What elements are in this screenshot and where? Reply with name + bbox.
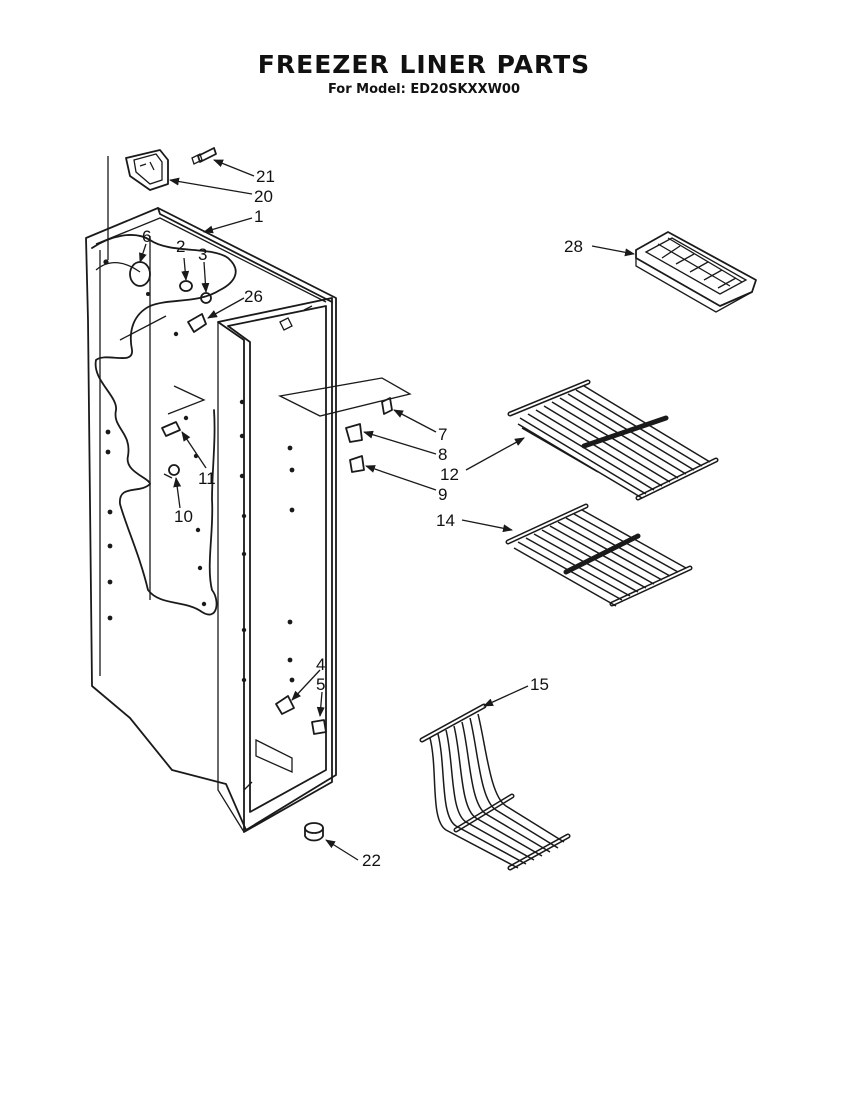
callout-6: 6 [142,227,151,246]
model-subtitle: For Model: ED20SKXXW00 [327,82,521,97]
ice-cube-tray [635,231,757,313]
callout-11: 11 [198,469,216,488]
callout-15: 15 [530,675,549,694]
callout-12: 12 [440,465,459,484]
clip-26 [187,313,207,333]
leader-lines [139,159,635,861]
callout-10: 10 [174,507,193,526]
callout-2: 2 [176,237,185,256]
screw-21 [191,147,217,165]
shelf-support-parts [277,377,412,473]
callout-7: 7 [438,425,447,444]
callout-3: 3 [198,245,207,264]
fastener-10 [168,464,180,476]
fastener-4 [275,695,295,715]
callout-21: 21 [256,167,275,186]
freezer-liner [85,207,337,833]
callout-8: 8 [438,445,447,464]
fastener-2 [179,280,193,292]
fastener-11 [161,421,181,437]
upper-wire-shelf [507,379,719,501]
callout-14: 14 [436,511,455,530]
callout-28: 28 [564,237,583,256]
lower-wire-shelf [505,503,693,607]
rubber-foot-22 [304,822,324,842]
callout-9: 9 [438,485,447,504]
callout-labels: 21 20 1 6 2 3 26 28 7 8 12 9 11 10 14 4 … [142,167,583,870]
callout-5: 5 [316,675,325,694]
plug-6 [129,261,151,287]
fastener-3 [200,292,212,304]
callout-22: 22 [362,851,381,870]
callout-20: 20 [254,187,273,206]
control-bracket [107,149,169,260]
callout-4: 4 [316,655,325,674]
callout-26: 26 [244,287,263,306]
wire-basket-divider [419,703,571,871]
callout-1: 1 [254,207,263,226]
page-title: FREEZER LINER PARTS [257,50,591,79]
fastener-5 [311,719,327,735]
